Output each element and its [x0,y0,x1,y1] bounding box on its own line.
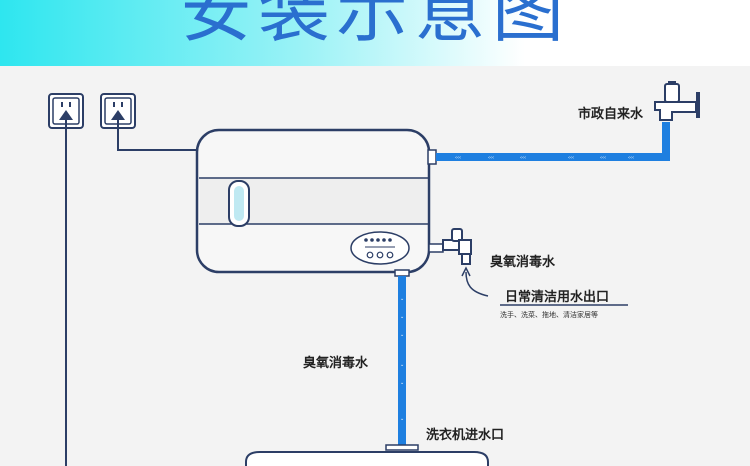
svg-text:‹‹‹: ‹‹‹ [600,155,606,161]
svg-text:⌄: ⌄ [400,332,404,338]
daily-outlet-uses-label: 洗手、洗菜、拖地、清洁家居等 [500,311,598,319]
ozone-water-pipe-label: 臭氧消毒水 [303,356,369,371]
svg-text:⌄: ⌄ [400,416,404,422]
installation-diagram: ‹‹‹ ‹‹‹ ‹‹‹ ‹‹‹ ‹‹‹ ‹‹‹ ⌄ ⌄ ⌄ ⌄ ⌄ ⌄ [48,81,700,466]
svg-text:⌄: ⌄ [400,296,404,302]
callout-arrow [465,271,489,297]
svg-text:‹‹‹: ‹‹‹ [488,155,494,161]
daily-outlet-label: 日常清洁用水出口 [505,290,610,305]
title-banner: 安装示意图 [0,0,750,66]
tap-water-label: 市政自来水 [578,107,644,122]
water-pipe [436,122,670,161]
ozone-water-outlet-label: 臭氧消毒水 [490,255,556,270]
svg-text:‹‹‹: ‹‹‹ [455,155,461,161]
svg-text:‹‹‹: ‹‹‹ [628,155,634,161]
power-socket-icon [48,93,84,129]
svg-text:⌄: ⌄ [400,380,404,386]
power-cord [117,118,200,151]
control-panel [350,231,410,265]
svg-text:⌄: ⌄ [400,362,404,368]
washer-inlet-label: 洗衣机进水口 [426,428,505,443]
faucet-icon [654,81,700,121]
svg-text:‹‹‹: ‹‹‹ [568,155,574,161]
washing-machine [245,444,489,466]
faucet-icon [428,228,472,265]
svg-text:⌄: ⌄ [400,314,404,320]
ozone-generator-unit [195,128,437,277]
svg-text:‹‹‹: ‹‹‹ [520,155,526,161]
page-title: 安装示意图 [179,0,570,52]
